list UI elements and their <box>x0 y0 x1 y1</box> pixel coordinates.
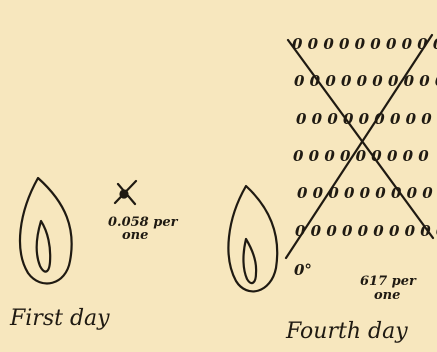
fourth-day-seed <box>227 184 279 293</box>
bacteria-grid: 0 0 0 0 0 0 0 0 0 0 0 0 0 0 0 0 0 0 0 0 … <box>292 35 437 279</box>
fourth-day-label: Fourth day <box>285 319 408 344</box>
fourth-day-rate-value: 617 per <box>360 274 417 289</box>
first-day-rate-value: 0.058 per <box>108 215 179 230</box>
colony-cross-mark <box>284 33 435 260</box>
colony-row: 0 0 0 0 0 0 0 0 0 0 <box>295 222 437 240</box>
fourth-day-rate-unit: one <box>374 288 400 303</box>
single-germ-crossed-mark <box>113 179 138 206</box>
colony-row: 0 0 0 0 0 0 0 0 0 0 <box>294 72 437 90</box>
first-day-rate-unit: one <box>122 228 148 243</box>
trailing-glyphs: 0° <box>294 261 312 279</box>
colony-row: 0 0 0 0 0 0 0 0 0 <box>296 110 432 128</box>
colony-row: 0 0 0 0 0 0 0 0 0 <box>293 147 429 165</box>
first-day-label: First day <box>9 306 110 331</box>
colony-row: 0 0 0 0 0 0 0 0 0 0 <box>297 184 437 202</box>
colony-row: 0 0 0 0 0 0 0 0 0 0 <box>292 35 437 53</box>
first-day-seed <box>18 176 73 285</box>
